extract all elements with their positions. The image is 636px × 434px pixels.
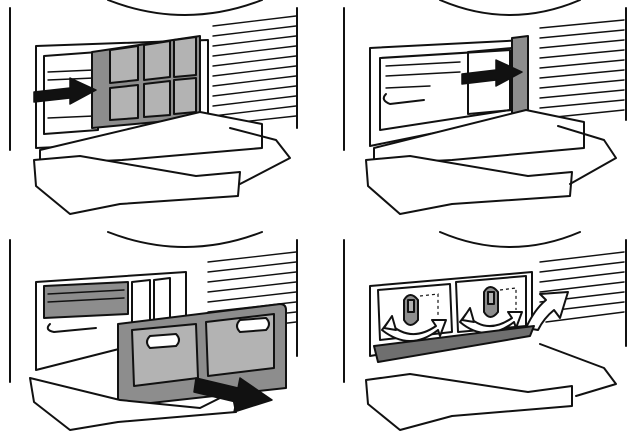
plinth-sheet <box>34 156 240 214</box>
panel-3 <box>10 232 297 430</box>
panel-4 <box>344 232 626 430</box>
lint-filter <box>92 36 200 128</box>
drum-arc <box>108 0 262 15</box>
drum-arc <box>440 232 580 247</box>
vent-grille <box>213 16 296 124</box>
vent-grille <box>540 20 624 118</box>
panel-2 <box>344 0 626 214</box>
twist-lock-knob-highlight <box>488 292 494 304</box>
drum-arc <box>440 0 580 15</box>
panel-1 <box>10 0 297 214</box>
drum-arc <box>108 232 262 247</box>
twist-lock-knob-highlight <box>408 300 414 312</box>
plinth-sheet <box>366 374 572 430</box>
plinth-sheet <box>366 156 572 214</box>
